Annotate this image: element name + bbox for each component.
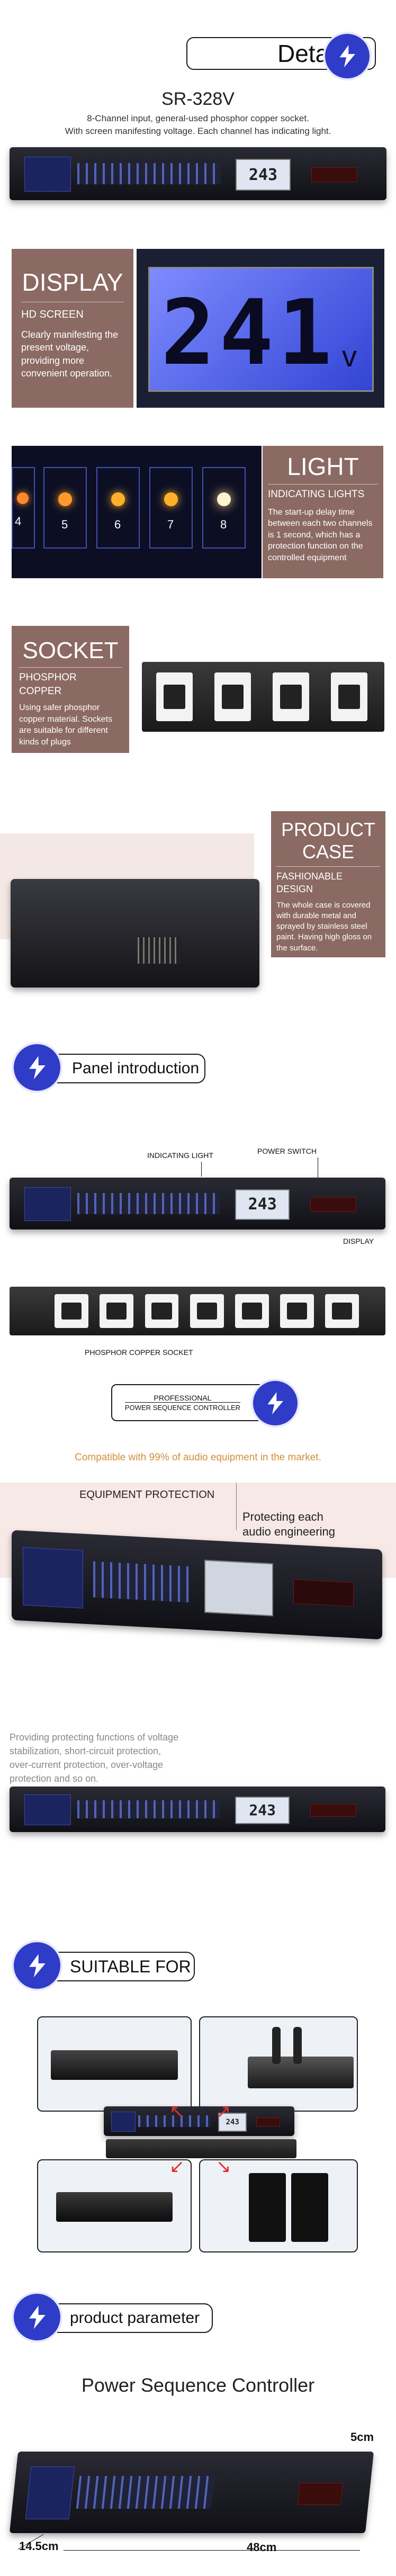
indicator-lights-image: 4 5 6 7 8 xyxy=(12,446,262,578)
display-tag-panel: DISPLAY HD SCREEN Clearly manifesting th… xyxy=(12,249,133,408)
arrow-microphone-icon: ↗ xyxy=(216,2102,231,2122)
controller-lcd: 243 xyxy=(235,1796,290,1825)
controller-line-1: PROFESSIONAL xyxy=(154,1394,212,1402)
hero-lcd: 243 xyxy=(236,159,291,191)
controller-line-2: POWER SEQUENCE CONTROLLER xyxy=(124,1402,241,1412)
details-lightning-icon xyxy=(323,32,372,80)
parameter-lightning-icon xyxy=(12,2292,62,2342)
suitable-processor-image xyxy=(37,2016,192,2112)
panel-intro-lightning-icon xyxy=(12,1042,62,1093)
protecting-text-1: Protecting each xyxy=(242,1510,323,1523)
compat-text: Compatible with 99% of audio equipment i… xyxy=(75,1452,321,1463)
label-phosphor-socket: PHOSPHOR COPPER SOCKET xyxy=(85,1348,193,1357)
suitable-heading: SUITABLE FOR xyxy=(70,1956,191,1976)
functions-text: Providing protecting functions of voltag… xyxy=(10,1732,179,1784)
light-ch8-icon xyxy=(202,467,246,549)
model-title: SR-328V xyxy=(161,89,235,109)
light-tag-panel: LIGHT INDICATING LIGHTS The start-up del… xyxy=(263,446,383,578)
dim-width-label: 48cm xyxy=(247,2541,277,2554)
light-ch4-icon xyxy=(12,467,35,549)
protecting-text-2: audio engineering xyxy=(242,1525,335,1538)
case-description: The whole case is covered with durable m… xyxy=(276,900,372,953)
light-label-7: 7 xyxy=(167,518,174,531)
socket-tag-panel: SOCKET PHOSPHOR COPPER Using safer phosp… xyxy=(12,626,129,753)
label-display: DISPLAY xyxy=(343,1237,374,1245)
lcd-closeup-image: 241 v xyxy=(137,249,384,408)
controller-angled-image xyxy=(12,1530,382,1640)
socket-title: SOCKET xyxy=(22,638,119,663)
dim-depth-label: 14.5cm xyxy=(19,2539,59,2553)
header-subtitle-2: With screen manifesting voltage. Each ch… xyxy=(65,126,331,136)
light-description: The start-up delay time between each two… xyxy=(268,507,373,563)
parameter-heading: product parameter xyxy=(70,2309,200,2327)
suitable-speakers-image xyxy=(199,2159,358,2252)
suitable-center-back-image xyxy=(106,2139,296,2158)
display-title: DISPLAY xyxy=(22,268,123,296)
suitable-microphone-image xyxy=(199,2016,358,2112)
controller-pill: PROFESSIONAL POWER SEQUENCE CONTROLLER xyxy=(111,1384,275,1421)
case-title-1: PRODUCT xyxy=(281,819,375,840)
header-subtitle-1: 8-Channel input, general-used phosphor c… xyxy=(87,113,309,123)
light-label-4: 4 xyxy=(15,515,22,528)
light-ch6-icon xyxy=(96,467,140,549)
panel-front-image: 243 xyxy=(10,1178,385,1229)
light-title: LIGHT xyxy=(287,453,359,480)
display-description: Clearly manifesting the present voltage,… xyxy=(21,329,119,379)
parameter-device-image xyxy=(9,2452,374,2533)
controller-lightning-icon xyxy=(251,1379,300,1428)
case-subtitle: FASHIONABLE DESIGN xyxy=(276,871,343,895)
suitable-lightning-icon xyxy=(12,1940,62,1991)
case-tag-panel: PRODUCT CASE FASHIONABLE DESIGN The whol… xyxy=(271,811,385,957)
label-indicating-light: INDICATING LIGHT xyxy=(147,1151,213,1160)
panel-lcd: 243 xyxy=(235,1189,290,1220)
arrow-processor-icon: ↖ xyxy=(169,2102,185,2122)
lcd-closeup-unit: v xyxy=(342,339,357,373)
light-subtitle: INDICATING LIGHTS xyxy=(268,489,365,500)
arrow-amplifier-icon: ↙ xyxy=(169,2157,185,2177)
panel-intro-heading: Panel introduction xyxy=(72,1060,200,1077)
display-subtitle: HD SCREEN xyxy=(21,309,84,320)
controller-front-image: 243 xyxy=(10,1787,385,1832)
panel-intro-pill: Panel introduction xyxy=(33,1054,205,1083)
device-hero-image: 243 xyxy=(10,147,386,200)
light-label-5: 5 xyxy=(61,518,68,531)
socket-subtitle: PHOSPHOR COPPER xyxy=(19,672,77,697)
socket-closeup-image xyxy=(142,662,384,732)
dim-height-label: 5cm xyxy=(350,2430,374,2444)
label-power-switch: POWER SWITCH xyxy=(257,1147,317,1155)
light-label-6: 6 xyxy=(114,518,121,531)
case-image xyxy=(11,879,259,988)
suitable-amplifier-image xyxy=(37,2159,192,2252)
socket-description: Using safer phosphor copper material. So… xyxy=(19,703,113,747)
parameter-title: Power Sequence Controller xyxy=(81,2374,315,2396)
arrow-speakers-icon: ↘ xyxy=(216,2157,231,2177)
light-ch5-icon xyxy=(43,467,87,549)
lcd-closeup-value: 241 xyxy=(161,281,337,385)
suitable-center-controller-image: 243 xyxy=(104,2106,294,2136)
light-ch7-icon xyxy=(149,467,193,549)
panel-back-image xyxy=(10,1287,385,1335)
light-label-8: 8 xyxy=(220,518,227,531)
case-title-2: CASE xyxy=(302,841,355,863)
equipment-protection-label: EQUIPMENT PROTECTION xyxy=(79,1489,215,1501)
